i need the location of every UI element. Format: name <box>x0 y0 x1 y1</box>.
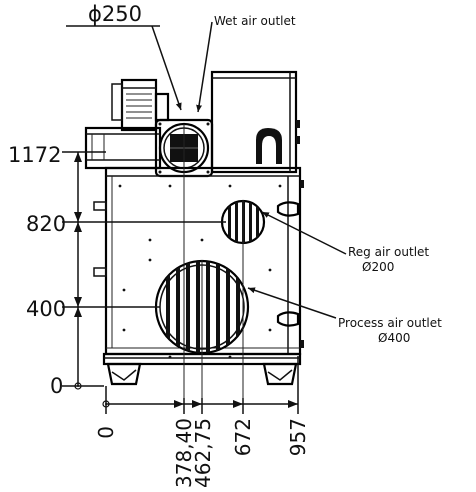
wet-air-callout: Wet air outlet <box>196 14 296 113</box>
process-air-callout: Process air outlet Ø400 <box>247 287 442 345</box>
reg-air-outlet-label: Reg air outlet <box>348 245 429 259</box>
dim-400: 400 <box>26 297 66 321</box>
reg-air-callout: Reg air outlet Ø200 <box>261 211 429 274</box>
vertical-dimensions: 1172 820 400 0 <box>8 143 226 398</box>
dim-957: 957 <box>286 418 310 456</box>
dim-378-40: 378,40 <box>172 418 196 488</box>
horizontal-dimensions: 0 378,40 462,75 672 957 <box>94 356 310 488</box>
diameter-250-label-group: ϕ250 <box>66 2 182 111</box>
dim-1172: 1172 <box>8 143 61 167</box>
motor <box>111 78 170 132</box>
dim-820: 820 <box>26 212 66 236</box>
dim-0-horizontal: 0 <box>94 426 118 439</box>
dim-462-75: 462,75 <box>191 418 215 488</box>
control-cabinet <box>210 70 300 174</box>
process-air-outlet-label: Process air outlet <box>338 316 442 330</box>
left-duct <box>84 126 162 170</box>
wet-air-outlet-label: Wet air outlet <box>214 14 296 28</box>
top-diameter-label: ϕ250 <box>88 2 142 26</box>
dim-0-vertical: 0 <box>50 374 63 398</box>
process-air-diameter-label: Ø400 <box>378 331 410 345</box>
dim-672: 672 <box>231 418 255 456</box>
reg-air-diameter-label: Ø200 <box>362 260 394 274</box>
